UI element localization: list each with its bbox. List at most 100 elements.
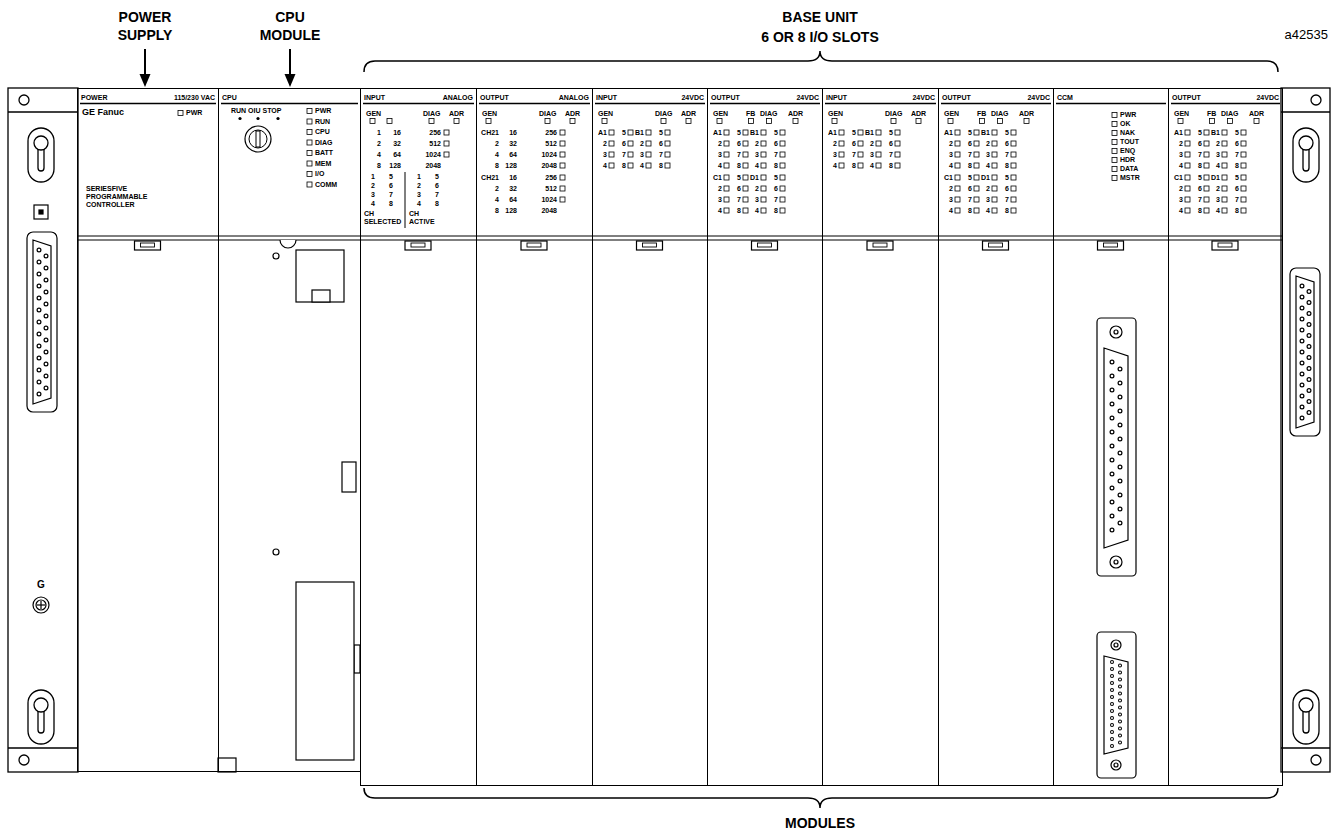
led-indicator (992, 186, 997, 191)
led-indicator (724, 141, 729, 146)
module-legend: 3 (1216, 151, 1220, 159)
led-indicator (761, 130, 766, 135)
header-rule (941, 103, 1051, 104)
module-legend: 6 (1235, 140, 1239, 148)
divider-line (405, 172, 406, 228)
module-legend: 4 (986, 207, 990, 215)
led-indicator (1222, 186, 1227, 191)
indicator-square (34, 205, 48, 219)
module-legend: HDR (1120, 156, 1135, 164)
module-legend: ANALOG (559, 94, 589, 102)
module-legend: ADR (449, 110, 464, 118)
ground-screw (40, 601, 41, 609)
led-indicator (876, 130, 881, 135)
bracket-label: BASE UNIT (782, 8, 857, 26)
led-indicator (891, 119, 896, 124)
led-indicator (307, 161, 312, 166)
keyhole-slot (28, 690, 54, 744)
dc-output-module: OUTPUT24VDCGENFBDIAGADRA15B1526263737484… (1168, 88, 1283, 786)
module-latch (867, 241, 893, 250)
module-legend: 5 (435, 173, 439, 181)
led-indicator (1011, 163, 1016, 168)
d-sub-connector (1114, 763, 1118, 767)
module-legend: 8 (1005, 207, 1009, 215)
module-legend: 2 (718, 140, 722, 148)
d-sub-connector (1104, 348, 1128, 548)
led-indicator (761, 141, 766, 146)
module-legend: 5 (389, 173, 393, 181)
led-indicator (1222, 130, 1227, 135)
cpu-hardware (296, 582, 354, 760)
module-legend: 2048 (541, 207, 557, 215)
led-indicator (839, 163, 844, 168)
module-legend: 6 (968, 140, 972, 148)
led-indicator (560, 141, 565, 146)
led-indicator (1185, 208, 1190, 213)
rack-flange (19, 95, 29, 105)
module-legend: ANALOG (443, 94, 473, 102)
led-indicator (1185, 141, 1190, 146)
module-legend: 6 (774, 140, 778, 148)
cpu-hardware (280, 240, 296, 248)
module-legend: 3 (986, 151, 990, 159)
key-position-dot (276, 117, 279, 120)
cpu-hardware (273, 253, 279, 259)
led-indicator (761, 163, 766, 168)
module-legend: 3 (603, 151, 607, 159)
module-legend: TOUT (1120, 138, 1139, 146)
module-legend: 2 (371, 182, 375, 190)
module-legend: 8 (774, 162, 778, 170)
module-legend: 512 (429, 140, 441, 148)
led-indicator (780, 163, 785, 168)
module-legend: 7 (1235, 151, 1239, 159)
module-legend: CPU (315, 128, 330, 136)
led-indicator (743, 208, 748, 213)
ccm-module: CCMPWROKNAKTOUTENQHDRDATAMSTR (1053, 88, 1169, 786)
module-latch (411, 243, 425, 247)
led-indicator (560, 163, 565, 168)
led-indicator (628, 130, 633, 135)
led-indicator (858, 130, 863, 135)
led-indicator (307, 140, 312, 145)
module-latch (141, 243, 155, 247)
module-legend: 7 (889, 151, 893, 159)
module-legend: INPUT (826, 94, 847, 102)
callout-arrow (144, 49, 146, 76)
rack-flange (8, 111, 78, 112)
module-legend: 7 (1005, 151, 1009, 159)
d-sub-connector (1097, 318, 1136, 576)
module-legend: 3 (417, 191, 421, 199)
dc-output-module: OUTPUT24VDCGENFBDIAGADRA15B1526263737484… (938, 88, 1054, 786)
module-legend: 8 (1198, 162, 1202, 170)
module-latch (637, 241, 663, 250)
led-indicator (1011, 141, 1016, 146)
led-indicator (1241, 197, 1246, 202)
module-latch (752, 241, 778, 250)
led-indicator (307, 151, 312, 156)
module-legend: 5 (889, 129, 893, 137)
module-legend: 4 (371, 200, 375, 208)
led-indicator (724, 175, 729, 180)
keyhole-slot (1293, 690, 1319, 744)
module-legend: 5 (622, 129, 626, 137)
module-legend: FB (977, 110, 986, 118)
keyhole-slot (34, 698, 48, 712)
led-indicator (992, 197, 997, 202)
module-legend: 4 (718, 207, 722, 215)
module-legend: 115/230 VAC (174, 94, 215, 102)
module-latch (989, 243, 1003, 247)
d-sub-connector (1300, 286, 1305, 419)
module-legend: 512 (545, 185, 557, 193)
d-sub-connector (1110, 326, 1122, 338)
led-indicator (1024, 119, 1029, 124)
module-legend: C1 (1174, 174, 1183, 182)
dc-output-module: OUTPUT24VDCGENFBDIAGADRA15B1526263737484… (707, 88, 823, 786)
module-legend: 24VDC (1027, 94, 1050, 102)
module-legend: 5 (1198, 129, 1202, 137)
led-indicator (743, 197, 748, 202)
module-legend: B1 (635, 129, 644, 137)
led-indicator (761, 152, 766, 157)
module-legend: 3 (833, 151, 837, 159)
led-indicator (955, 130, 960, 135)
dc-input-module: INPUT24VDCGENDIAGADRA15B15262637374848 (822, 88, 939, 786)
